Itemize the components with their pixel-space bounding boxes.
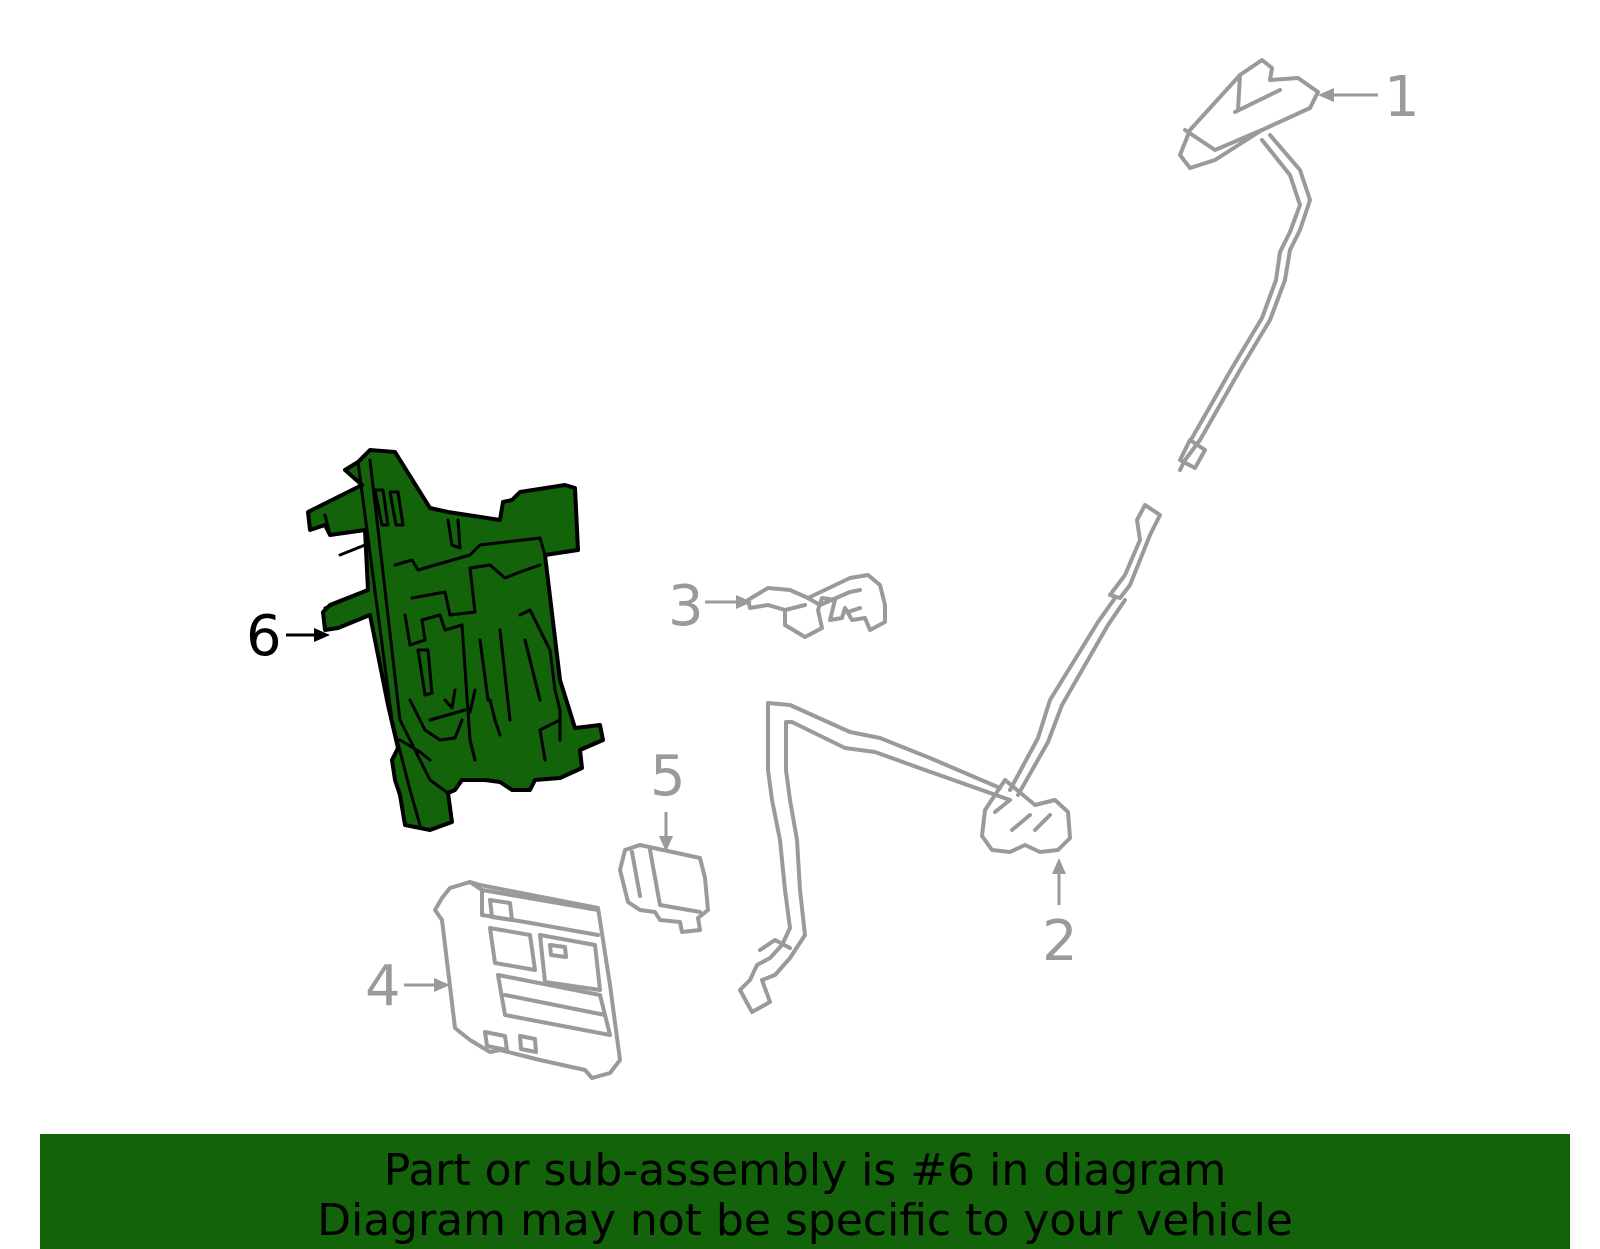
part-4-module	[433, 880, 622, 1080]
callout-4-label: 4	[365, 954, 401, 1019]
part-1-antenna	[1178, 58, 1320, 472]
part-2-cable	[738, 503, 1162, 1014]
banner-line-disclaimer: Diagram may not be specific to your vehi…	[317, 1194, 1293, 1246]
callout-3-label: 3	[668, 574, 704, 639]
part-6-detail-lines	[323, 458, 562, 827]
banner-line-part-number: Part or sub-assembly is #6 in diagram	[383, 1144, 1227, 1196]
parts-diagram: 1 2 3 4 5 6	[246, 58, 1420, 1080]
callout-2-label: 2	[1042, 909, 1078, 974]
callout-6-label: 6	[246, 604, 282, 669]
part-6-bracket-highlighted	[306, 448, 605, 832]
callout-1-label: 1	[1384, 65, 1420, 130]
info-banner: Part or sub-assembly is #6 in diagram Di…	[40, 1134, 1570, 1249]
part-5-small-module	[618, 843, 710, 934]
part-3-bracket	[746, 573, 887, 639]
callout-arrows	[286, 88, 1378, 992]
callout-5-label: 5	[650, 744, 686, 809]
